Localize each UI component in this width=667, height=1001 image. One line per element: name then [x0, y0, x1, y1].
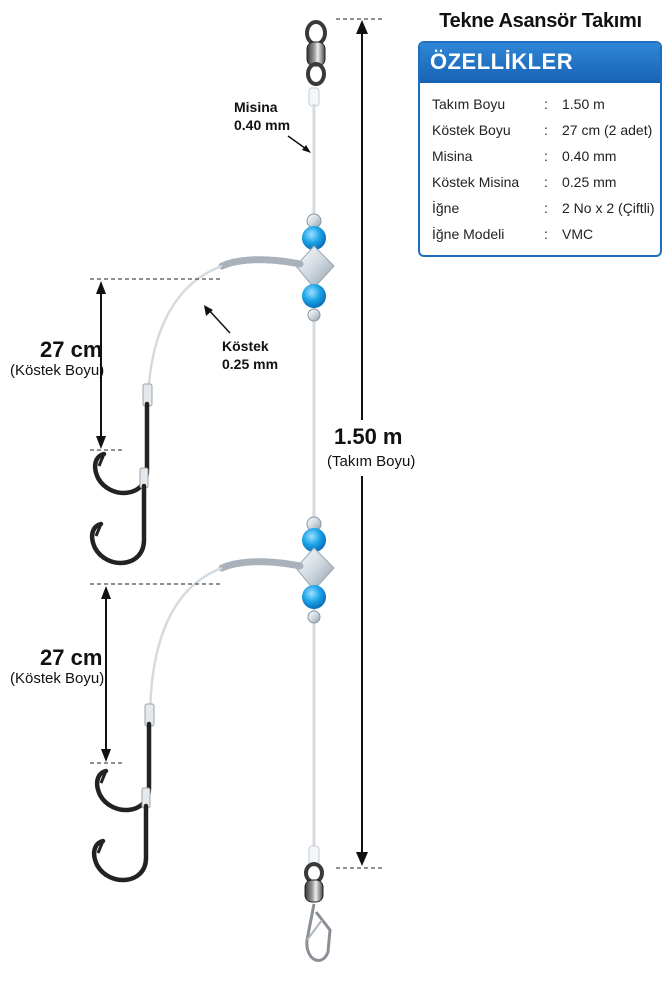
spec-value: 2 No x 2 (Çiftli) — [562, 200, 655, 216]
spec-separator: : — [544, 148, 548, 164]
upper-hook-pair — [89, 383, 153, 566]
snood-dimension-upper — [90, 278, 222, 451]
spec-key: Köstek Boyu — [432, 122, 511, 138]
spec-separator: : — [544, 96, 548, 112]
snood-name-label: Köstek — [222, 338, 269, 354]
spec-row: İğne:2 No x 2 (Çiftli) — [420, 195, 660, 221]
spec-key: İğne Modeli — [432, 226, 505, 242]
spec-panel: ÖZELLİKLER Takım Boyu:1.50 m Köstek Boyu… — [418, 41, 662, 257]
upper-bead-cluster — [295, 213, 335, 322]
spec-title: Tekne Asansör Takımı — [439, 10, 642, 32]
spec-key: Takım Boyu — [432, 96, 506, 112]
spec-row: Misina:0.40 mm — [420, 143, 660, 169]
spec-header: ÖZELLİKLER — [420, 43, 660, 83]
total-length-value: 1.50 m — [334, 424, 403, 449]
upper-snood — [146, 256, 304, 401]
bottom-snap-swivel — [304, 845, 332, 962]
spec-separator: : — [544, 200, 548, 216]
spec-row: Takım Boyu:1.50 m — [420, 91, 660, 117]
lower-hook-pair — [91, 703, 155, 883]
spec-separator: : — [544, 122, 548, 138]
spec-key: Köstek Misina — [432, 174, 520, 190]
spec-value: 27 cm (2 adet) — [562, 122, 653, 138]
total-length-dimension — [336, 18, 383, 869]
snood-length-caption-upper: (Köstek Boyu) — [10, 362, 105, 379]
spec-key: İğne — [432, 200, 460, 216]
snood-length-value-lower: 27 cm — [40, 645, 103, 670]
total-length-caption: (Takım Boyu) — [327, 453, 416, 470]
lower-snood — [148, 558, 304, 721]
snood-pointer — [204, 305, 231, 334]
top-swivel — [305, 20, 327, 107]
main-line-size-label: 0.40 mm — [234, 117, 291, 133]
snood-length-caption-lower: (Köstek Boyu) — [10, 670, 105, 687]
spec-row: Köstek Boyu:27 cm (2 adet) — [420, 117, 660, 143]
spec-separator: : — [544, 174, 548, 190]
spec-value: 0.40 mm — [562, 148, 617, 164]
snood-dimension-lower — [90, 583, 222, 764]
main-line-pointer — [287, 135, 311, 153]
spec-row: İğne Modeli: VMC — [420, 221, 660, 247]
snood-length-value-upper: 27 cm — [40, 337, 103, 362]
spec-table: Takım Boyu:1.50 m Köstek Boyu:27 cm (2 a… — [420, 83, 660, 247]
spec-separator: : — [544, 226, 548, 242]
spec-value: 1.50 m — [562, 96, 605, 112]
lower-bead-cluster — [295, 516, 335, 624]
main-line-name-label: Misina — [234, 99, 278, 115]
spec-row: Köstek Misina:0.25 mm — [420, 169, 660, 195]
spec-key: Misina — [432, 148, 473, 164]
snood-size-label: 0.25 mm — [222, 356, 279, 372]
spec-value: VMC — [562, 226, 594, 242]
spec-value: 0.25 mm — [562, 174, 617, 190]
